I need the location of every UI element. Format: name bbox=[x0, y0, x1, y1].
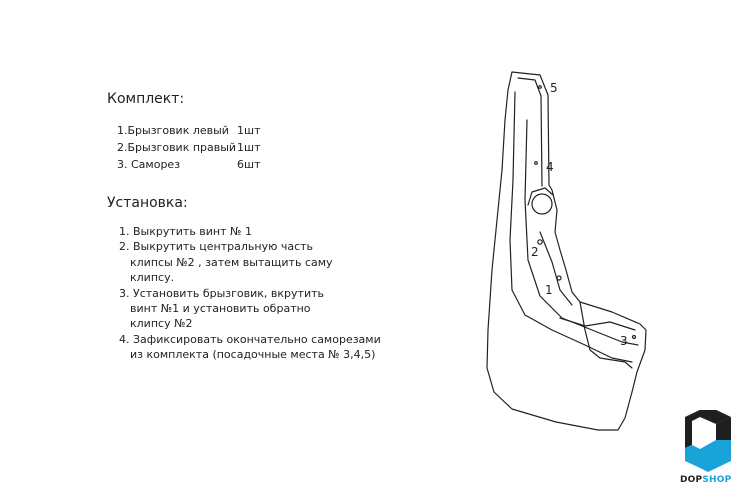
kit-item-qty: 1шт bbox=[237, 141, 261, 154]
callout-4: 4 bbox=[546, 160, 554, 174]
mudflap-rib bbox=[509, 91, 633, 363]
mounting-hole bbox=[531, 193, 553, 215]
kit-item-name: 2.Брызговик правый bbox=[117, 141, 237, 154]
step-line: 1. Выкрутить винт № 1 bbox=[119, 225, 252, 238]
callout-2: 2 bbox=[531, 245, 539, 259]
dopshop-logo-icon bbox=[685, 410, 731, 472]
mudflap-rib bbox=[524, 119, 639, 346]
kit-item-qty: 1шт bbox=[237, 124, 261, 137]
step-line: 2. Выкрутить центральную часть bbox=[119, 240, 314, 254]
step-line: клипсу №2 bbox=[130, 317, 193, 331]
kit-item: 2.Брызговик правый 1шт bbox=[117, 139, 260, 156]
logo-text-dark: DOP bbox=[680, 475, 703, 485]
logo-text-accent: SHOP bbox=[702, 475, 732, 485]
fastener-point bbox=[537, 239, 543, 245]
mudflap-rib bbox=[559, 317, 636, 331]
step-line: винт №1 и установить обратно bbox=[130, 301, 311, 315]
mudflap-rib bbox=[539, 231, 573, 306]
kit-item: 3. Саморез 6шт bbox=[117, 156, 260, 173]
mudflap-rib bbox=[517, 77, 543, 187]
callout-1: 1 bbox=[545, 283, 553, 297]
fastener-point bbox=[556, 275, 562, 281]
step-line: клипсы №2 , затем вытащить саму bbox=[130, 255, 333, 269]
kit-item-qty: 6шт bbox=[237, 158, 261, 171]
step-line: из комплекта (посадочные места № 3,4,5) bbox=[130, 348, 376, 362]
install-steps: 1. Выкрутить винт № 1 2. Выкрутить центр… bbox=[119, 224, 381, 363]
step-line: клипсу. bbox=[130, 271, 175, 285]
install-heading: Установка: bbox=[107, 195, 188, 211]
mudflap-drawing: 5 4 2 1 3 bbox=[486, 71, 647, 431]
fastener-point bbox=[534, 161, 538, 165]
mudflap-outline bbox=[486, 71, 647, 431]
kit-item-name: 3. Саморез bbox=[117, 158, 181, 171]
fastener-point bbox=[538, 85, 542, 89]
kit-item: 1.Брызговик левый 1шт bbox=[117, 122, 260, 139]
step-line: 3. Установить брызговик, вкрутить bbox=[119, 286, 324, 300]
dopshop-logo-text: DOPSHOP bbox=[680, 475, 731, 485]
kit-heading: Комплект: bbox=[107, 91, 185, 107]
callout-5: 5 bbox=[550, 81, 558, 95]
step-line: 4. Зафиксировать окончательно саморезами bbox=[119, 332, 381, 346]
fastener-point bbox=[631, 334, 637, 340]
kit-item-name: 1.Брызговик левый bbox=[117, 124, 229, 137]
kit-list: 1.Брызговик левый 1шт 2.Брызговик правый… bbox=[117, 122, 260, 173]
callout-3: 3 bbox=[620, 334, 628, 348]
